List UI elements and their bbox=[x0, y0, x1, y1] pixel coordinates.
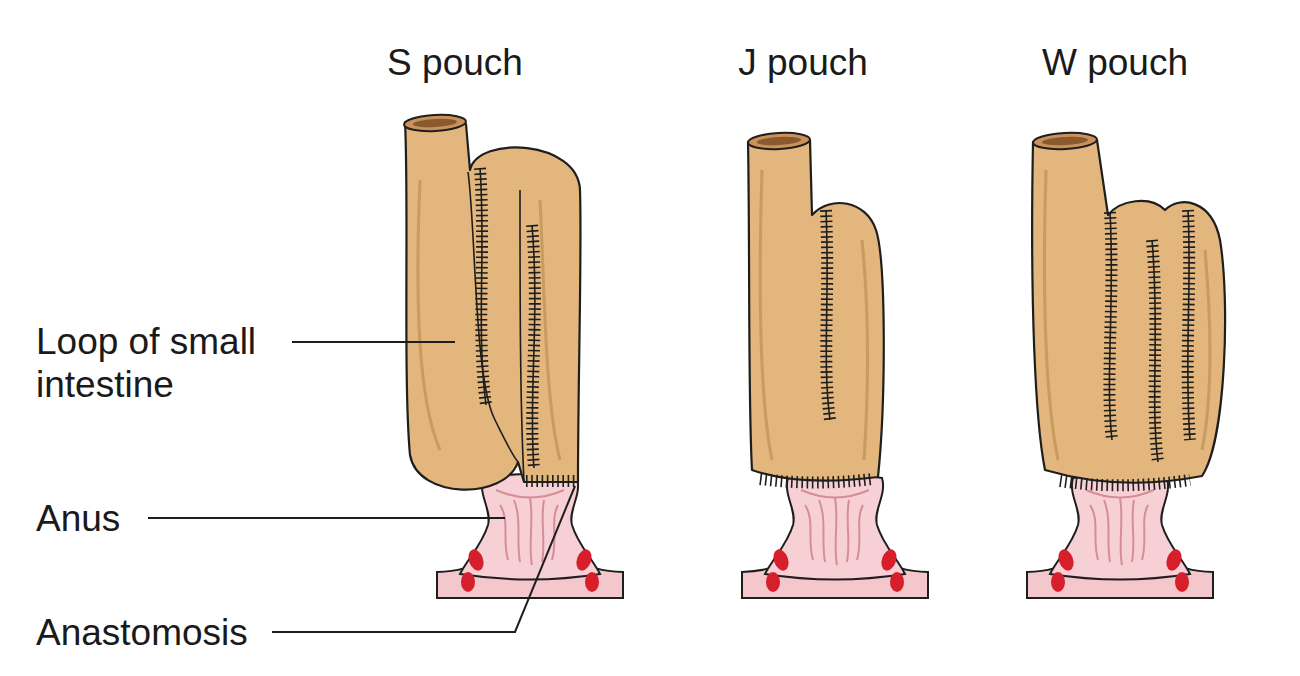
part-label: Loop of small intestine bbox=[36, 320, 296, 406]
leader-line bbox=[292, 341, 455, 343]
figure-title: J pouch bbox=[738, 41, 868, 84]
figure-title: W pouch bbox=[1042, 41, 1188, 84]
part-label: Anastomosis bbox=[36, 611, 248, 654]
leader-line bbox=[272, 486, 575, 632]
figure-title: S pouch bbox=[387, 41, 523, 84]
part-label: Anus bbox=[36, 497, 120, 540]
leader-line bbox=[148, 517, 505, 519]
